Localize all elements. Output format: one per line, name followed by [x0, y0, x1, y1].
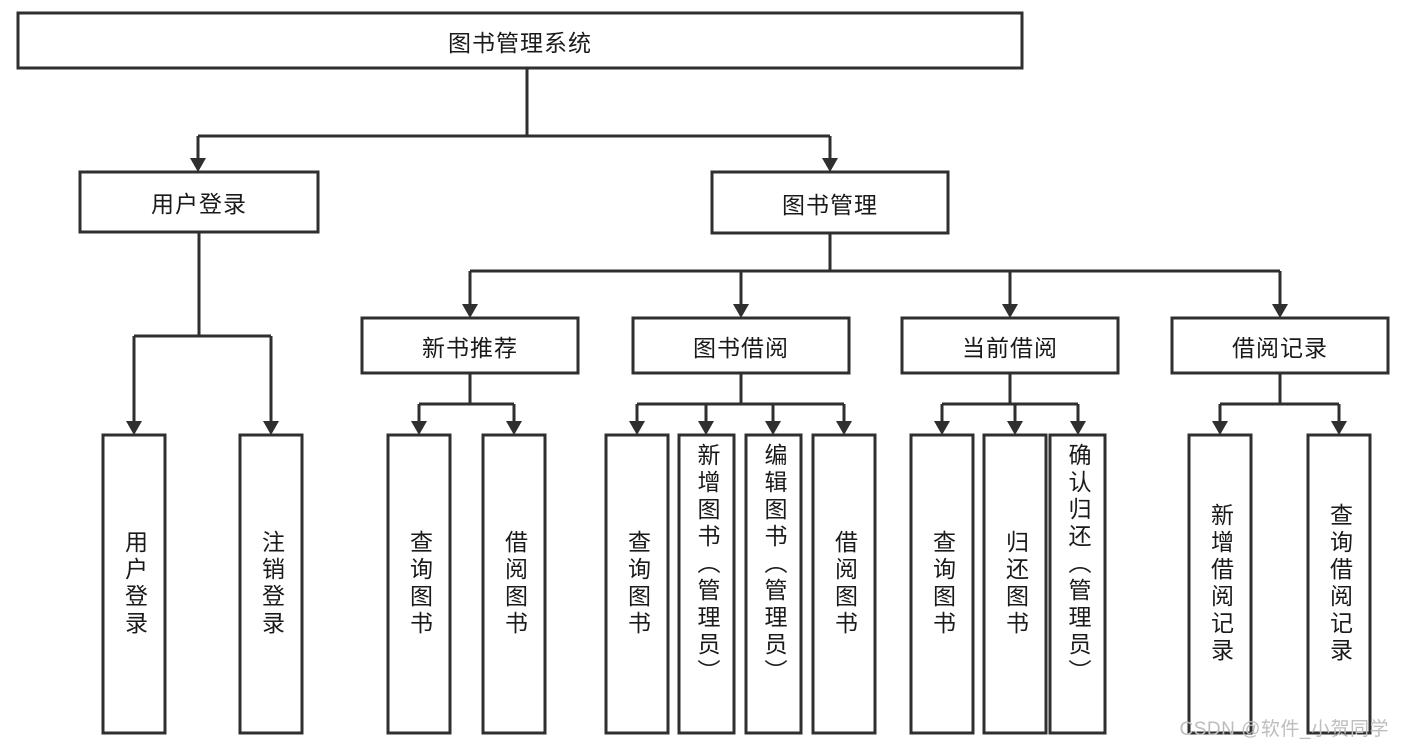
- node-leaf-confirm-return-admin-box[interactable]: [1048, 433, 1107, 735]
- node-leaf-add-borrow-record-box[interactable]: [1187, 433, 1253, 735]
- node-new-book-recommend-box[interactable]: [360, 316, 580, 375]
- arrowhead-leaf-add-borrow-record: [1212, 421, 1228, 435]
- arrowhead-leaf-query-book-1: [411, 421, 427, 435]
- node-book-borrow-box[interactable]: [631, 316, 851, 375]
- arrowhead-leaf-add-book-admin: [698, 421, 714, 435]
- arrowhead-leaf-return-book: [1007, 421, 1023, 435]
- node-borrow-record-box[interactable]: [1170, 316, 1390, 375]
- arrowhead-current-borrow: [1002, 304, 1018, 318]
- node-leaf-query-borrow-record-box[interactable]: [1306, 433, 1372, 735]
- node-leaf-user-login-box[interactable]: [101, 433, 167, 735]
- arrowhead-leaf-edit-book-admin: [765, 421, 781, 435]
- node-leaf-query-book-2-box[interactable]: [604, 433, 670, 735]
- node-leaf-query-book-3-box[interactable]: [909, 433, 975, 735]
- arrowhead-leaf-logout-login: [263, 421, 279, 435]
- arrowhead-leaf-query-borrow-record: [1331, 421, 1347, 435]
- arrowhead-borrow-record: [1272, 304, 1288, 318]
- arrowhead-book-borrow: [733, 304, 749, 318]
- node-root-box[interactable]: [16, 11, 1024, 70]
- node-leaf-add-book-admin-box[interactable]: [677, 433, 736, 735]
- node-leaf-borrow-book-1-box[interactable]: [481, 433, 547, 735]
- arrowhead-new-book-recommend: [462, 304, 478, 318]
- arrowhead-leaf-query-book-2: [629, 421, 645, 435]
- node-current-borrow-box[interactable]: [900, 316, 1120, 375]
- node-book-manage-box[interactable]: [710, 170, 950, 235]
- node-leaf-edit-book-admin-box[interactable]: [744, 433, 803, 735]
- arrowhead-leaf-query-book-3: [934, 421, 950, 435]
- node-leaf-return-book-box[interactable]: [982, 433, 1048, 735]
- node-leaf-logout-login-box[interactable]: [238, 433, 304, 735]
- node-leaf-borrow-book-2-box[interactable]: [811, 433, 877, 735]
- arrowhead-leaf-confirm-return-admin: [1070, 421, 1086, 435]
- arrowhead-user-login: [190, 158, 206, 172]
- node-user-login-box[interactable]: [78, 170, 320, 234]
- node-leaf-query-book-1-box[interactable]: [386, 433, 452, 735]
- arrowhead-book-manage: [822, 158, 838, 172]
- arrowhead-leaf-borrow-book-1: [506, 421, 522, 435]
- arrowhead-leaf-borrow-book-2: [836, 421, 852, 435]
- arrowhead-leaf-user-login: [126, 421, 142, 435]
